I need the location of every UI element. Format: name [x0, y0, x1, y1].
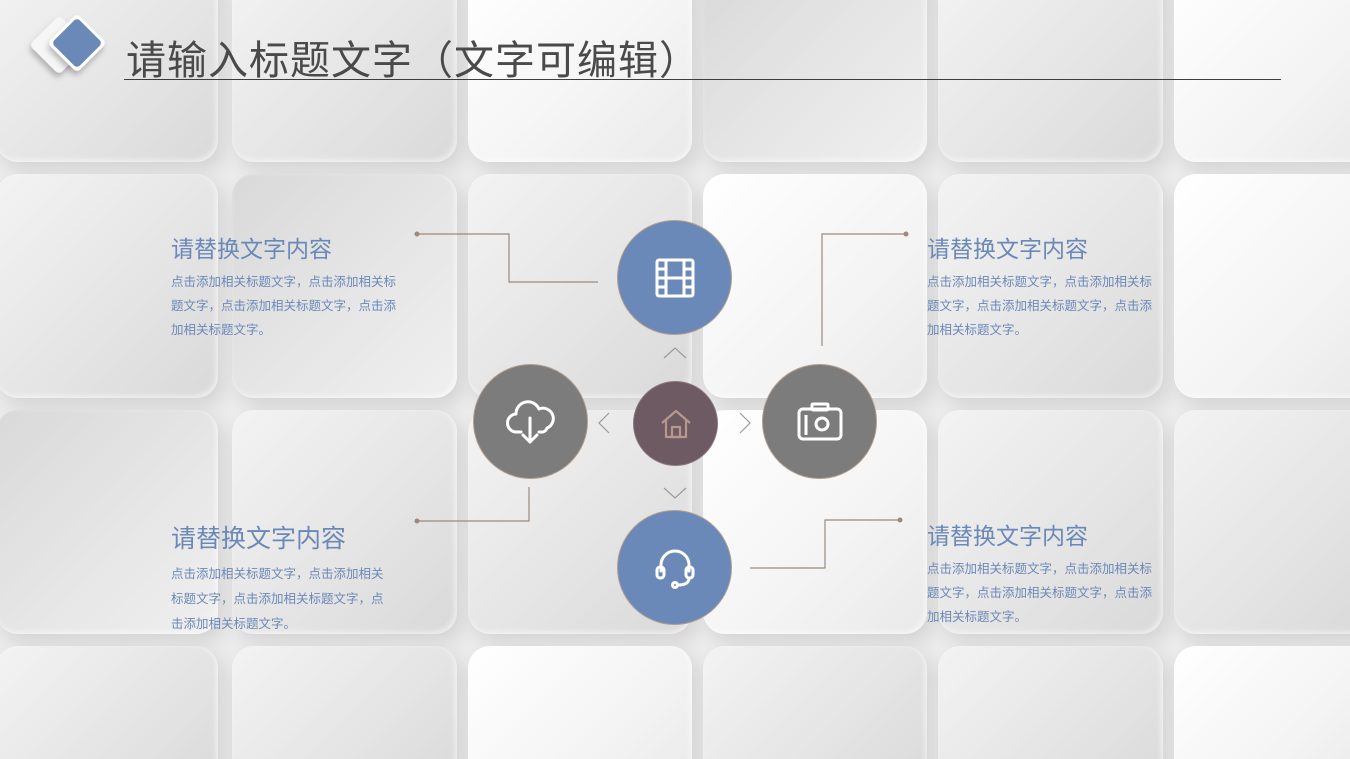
block-description: 点击添加相关标题文字，点击添加相关标题文字，点击添加相关标题文字，点击添加相关标… — [927, 274, 1153, 337]
page-title: 请输入标题文字（文字可编辑） — [126, 38, 700, 84]
block-title: 请替换文字内容 — [927, 237, 1088, 263]
film-circle-button[interactable] — [617, 220, 732, 335]
block-title: 请替换文字内容 — [927, 524, 1088, 550]
arrow-right-icon — [739, 412, 751, 434]
headset-circle-button[interactable] — [617, 510, 732, 625]
cloud-download-icon — [505, 399, 555, 443]
arrow-left-icon — [598, 412, 610, 434]
title-divider — [124, 79, 1281, 80]
film-icon — [655, 258, 694, 297]
block-description: 点击添加相关标题文字，点击添加相关标题文字，点击添加相关标题文字，点击添加相关标… — [171, 274, 397, 337]
camera-icon — [797, 402, 842, 440]
block-title: 请替换文字内容 — [171, 237, 332, 263]
headset-icon — [655, 549, 694, 589]
home-icon — [660, 409, 691, 438]
block-description: 点击添加相关标题文字，点击添加相关标题文字，点击添加相关标题文字，点击添加相关标… — [171, 566, 384, 631]
cloud-download-circle-button[interactable] — [473, 364, 588, 479]
home-circle-button[interactable] — [633, 381, 718, 466]
arrow-down-icon — [663, 487, 687, 499]
block-description: 点击添加相关标题文字，点击添加相关标题文字，点击添加相关标题文字，点击添加相关标… — [927, 561, 1153, 624]
text-block-top-right: 请替换文字内容 点击添加相关标题文字，点击添加相关标题文字，点击添加相关标题文字… — [927, 230, 1157, 342]
logo-diamond-icon — [31, 15, 105, 73]
text-block-bottom-left: 请替换文字内容 点击添加相关标题文字，点击添加相关标题文字，点击添加相关标题文字… — [171, 519, 387, 636]
camera-circle-button[interactable] — [762, 364, 877, 479]
arrow-up-icon — [663, 347, 687, 359]
block-title: 请替换文字内容 — [171, 524, 347, 553]
text-block-bottom-right: 请替换文字内容 点击添加相关标题文字，点击添加相关标题文字，点击添加相关标题文字… — [927, 517, 1157, 629]
text-block-top-left: 请替换文字内容 点击添加相关标题文字，点击添加相关标题文字，点击添加相关标题文字… — [171, 230, 401, 342]
